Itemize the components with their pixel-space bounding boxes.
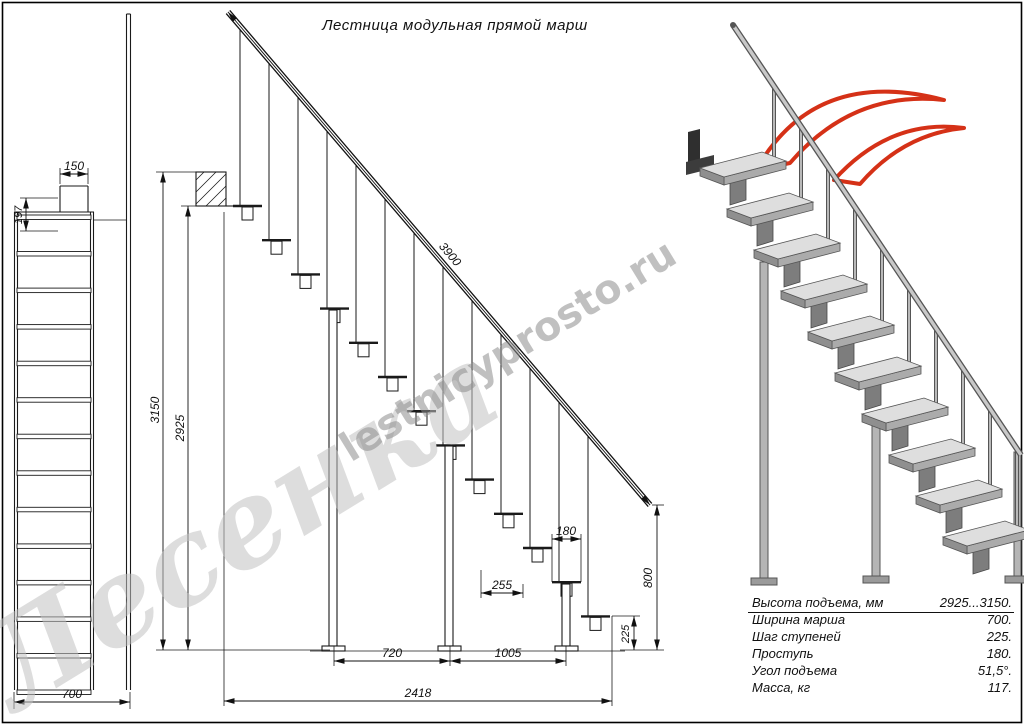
front-step xyxy=(16,543,92,549)
step-module xyxy=(473,480,486,495)
dim-3150: 3150 xyxy=(148,171,330,651)
front-step xyxy=(16,360,92,367)
front-view-steps xyxy=(16,214,92,695)
dim-1005: 1005 xyxy=(450,646,567,666)
spec-value: 2925...3150. xyxy=(939,595,1012,610)
spec-label: Шаг ступеней xyxy=(752,629,841,644)
spec-table: Высота подъема, мм 2925...3150. Ширина м… xyxy=(748,595,1014,695)
front-step xyxy=(16,470,92,476)
front-step xyxy=(16,433,92,440)
dim-2418: 2418 xyxy=(223,212,613,706)
dim-180: 180 xyxy=(551,524,582,582)
step-module xyxy=(357,343,370,358)
dim-800-text: 800 xyxy=(641,568,655,588)
iso-view xyxy=(686,22,1024,586)
front-step xyxy=(16,689,92,695)
front-step xyxy=(16,506,92,513)
spec-label: Угол подъема xyxy=(751,663,837,678)
iso-tread-top xyxy=(779,274,869,301)
iso-tread-top xyxy=(941,520,1024,547)
spec-label: Проступь xyxy=(752,646,814,661)
front-step xyxy=(16,324,92,330)
drawing-title: Лестница модульная прямой марш xyxy=(321,17,588,34)
step-module xyxy=(241,206,254,221)
dim-197-text: 197 xyxy=(13,205,25,224)
spec-value: 225. xyxy=(986,629,1012,644)
dim-720: 720 xyxy=(333,646,451,666)
front-step xyxy=(16,214,92,220)
dim-150-text: 150 xyxy=(64,159,84,173)
iso-steps xyxy=(698,87,1024,575)
front-step xyxy=(16,616,92,622)
iso-tread-top xyxy=(914,479,1004,506)
iso-tread-top xyxy=(833,356,923,383)
step-module xyxy=(502,514,515,529)
front-step xyxy=(16,579,92,586)
spec-value: 51,5°. xyxy=(978,663,1012,678)
step-module xyxy=(589,616,602,631)
step-module xyxy=(299,274,312,289)
wall-bracket xyxy=(686,129,714,175)
side-view: 3900 3150 2925 720 1005 2418 xyxy=(148,10,664,706)
spec-label: Ширина марша xyxy=(752,612,845,627)
dim-150: 150 xyxy=(59,159,89,184)
dim-255: 255 xyxy=(480,570,524,598)
iso-tread-top xyxy=(806,315,896,342)
spec-value: 700. xyxy=(987,612,1012,627)
dim-1005-text: 1005 xyxy=(495,646,522,660)
step-module xyxy=(531,548,544,563)
front-view: 150 197 700 xyxy=(13,13,132,709)
spec-label: Масса, кг xyxy=(752,680,811,695)
spec-value: 180. xyxy=(987,646,1012,661)
dim-180-text: 180 xyxy=(556,524,576,538)
dim-2925-text: 2925 xyxy=(173,414,187,442)
dim-720-text: 720 xyxy=(382,646,402,660)
iso-tread-top xyxy=(860,397,950,424)
dim-197: 197 xyxy=(13,197,58,232)
floor-slab-hatch xyxy=(195,171,227,207)
front-step xyxy=(16,251,92,257)
step-module xyxy=(270,240,283,255)
spec-value: 117. xyxy=(988,680,1012,695)
front-step xyxy=(16,397,92,403)
spec-label: Высота подъема, мм xyxy=(752,595,883,610)
dim-3150-text: 3150 xyxy=(148,396,162,423)
dim-255-text: 255 xyxy=(491,578,512,592)
dim-225-text: 225 xyxy=(620,624,632,644)
dim-2418-text: 2418 xyxy=(404,686,432,700)
iso-tread-top xyxy=(698,151,788,178)
iso-handrail xyxy=(730,22,1024,457)
iso-tread-top xyxy=(887,438,977,465)
dim-800: 800 xyxy=(641,504,664,650)
iso-tread-top xyxy=(752,233,842,260)
dim-700-text: 700 xyxy=(62,687,82,701)
iso-tread-top xyxy=(725,192,815,219)
dim-2925: 2925 xyxy=(173,205,233,650)
dim-700: 700 xyxy=(13,687,131,709)
dim-225: 225 xyxy=(612,615,664,651)
front-step xyxy=(16,653,92,659)
front-step xyxy=(16,287,92,294)
